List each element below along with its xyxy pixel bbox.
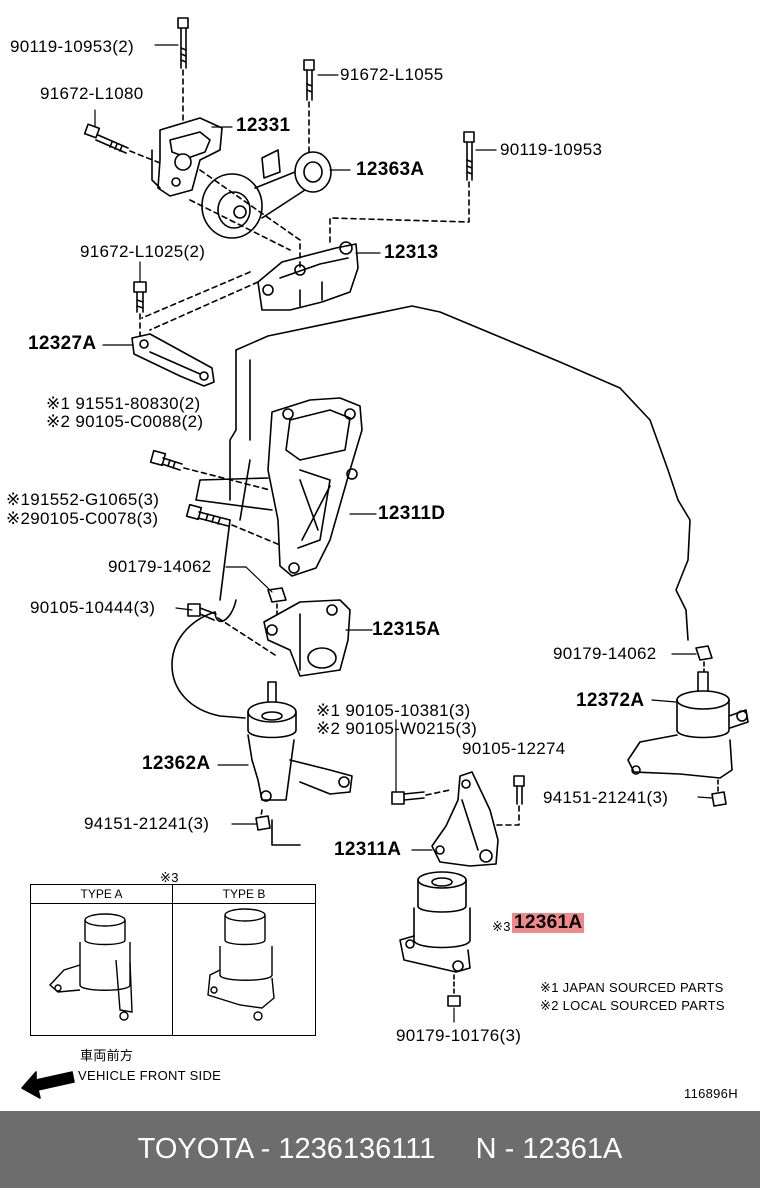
note-japan-sourced: ※1 JAPAN SOURCED PARTS <box>540 980 724 995</box>
inset-marker: ※3 <box>160 870 179 885</box>
type-inset-table: TYPE A TYPE B <box>30 884 316 1036</box>
label-12311A: 12311A <box>334 839 402 860</box>
label-90105-C0088: ※2 90105-C0088(2) <box>46 412 204 431</box>
bracket-12331 <box>151 117 223 197</box>
label-12315A: 12315A <box>372 619 441 640</box>
leader-lines <box>94 44 713 1023</box>
label-12361A-highlighted[interactable]: 12361A <box>512 912 585 933</box>
type-a-mount-sketch <box>48 913 133 1021</box>
label-90105-C0078: ※290105-C0078(3) <box>6 509 159 528</box>
label-12372A: 12372A <box>576 690 645 711</box>
bolt-90105-10381 <box>391 789 451 805</box>
label-91672-L1055: 91672-L1055 <box>340 65 444 84</box>
footer-part-number: TOYOTA - 1236136111 N - 12361A <box>137 1133 623 1165</box>
bracket-12311A <box>431 771 499 867</box>
label-12362A: 12362A <box>142 753 211 774</box>
label-12331: 12331 <box>236 115 291 136</box>
nut-90179-14062-right <box>695 645 713 673</box>
label-90179-10176: 90179-10176(3) <box>396 1026 522 1045</box>
nut-90179-14062 <box>267 587 287 616</box>
label-90105-12274: 90105-12274 <box>462 739 566 758</box>
label-91672-L1080: 91672-L1080 <box>40 84 144 103</box>
bolt-90119-10953-2 <box>177 17 189 141</box>
parts-diagram <box>21 17 749 1099</box>
label-94151-21241-right: 94151-21241(3) <box>543 788 669 807</box>
mount-12372A <box>627 671 749 795</box>
label-90119-10953: 90119-10953 <box>500 140 603 159</box>
inset-divider <box>31 903 315 904</box>
engine-outline <box>171 305 691 846</box>
label-90179-14062-right: 90179-14062 <box>553 644 657 663</box>
label-12313: 12313 <box>384 242 439 263</box>
bolt-90105-10444 <box>187 603 276 656</box>
mount-12361A <box>399 871 471 1007</box>
label-12327A: 12327A <box>28 333 97 354</box>
label-90105-10381: ※1 90105-10381(3) <box>316 701 471 720</box>
type-b-heading: TYPE B <box>222 887 266 901</box>
label-90179-14062: 90179-14062 <box>108 557 212 576</box>
label-91552-G1065: ※191552-G1065(3) <box>6 490 160 509</box>
label-12311D: 12311D <box>378 503 446 524</box>
footer-bar: TOYOTA - 1236136111 N - 12361A <box>0 1111 760 1188</box>
stay-12327A <box>131 333 215 387</box>
inset-col-a <box>31 885 173 1035</box>
label-91551-80830: ※1 91551-80830(2) <box>46 394 201 413</box>
label-91672-L1025-2: 91672-L1025(2) <box>80 242 206 261</box>
bolt-91551-80830 <box>149 449 271 491</box>
label-90119-10953-2: 90119-10953(2) <box>10 37 134 56</box>
bolt-91672-L1055 <box>303 59 315 156</box>
nut-94151-21241-left <box>255 815 271 831</box>
bracket-12315A <box>263 599 351 677</box>
bracket-12313 <box>257 241 359 311</box>
label-94151-21241-left: 94151-21241(3) <box>84 814 210 833</box>
type-a-heading: TYPE A <box>80 887 123 901</box>
diagram-id: 116896H <box>684 1086 738 1101</box>
bracket-12311D <box>195 397 363 577</box>
bolt-91672-L1080 <box>83 123 166 166</box>
direction-label-en: VEHICLE FRONT SIDE <box>78 1068 222 1083</box>
torque-rod-12363A <box>201 149 332 239</box>
nut-94151-21241-right <box>711 791 727 807</box>
mount-12362A <box>247 681 353 823</box>
inset-sketches <box>48 908 275 1021</box>
front-direction-arrow-icon <box>21 1071 75 1099</box>
type-b-mount-sketch <box>207 908 275 1021</box>
direction-label-jp: 車両前方 <box>80 1048 134 1063</box>
label-90105-10444: 90105-10444(3) <box>30 598 156 617</box>
note-local-sourced: ※2 LOCAL SOURCED PARTS <box>540 998 725 1013</box>
label-90105-W0215: ※2 90105-W0215(3) <box>316 719 478 738</box>
bolt-91672-L1025 <box>133 281 147 339</box>
note3-marker: ※3 <box>492 919 511 934</box>
bolt-91552-G1065 <box>185 503 281 546</box>
bolt-90119-10953 <box>329 131 475 246</box>
label-12363A: 12363A <box>356 159 425 180</box>
